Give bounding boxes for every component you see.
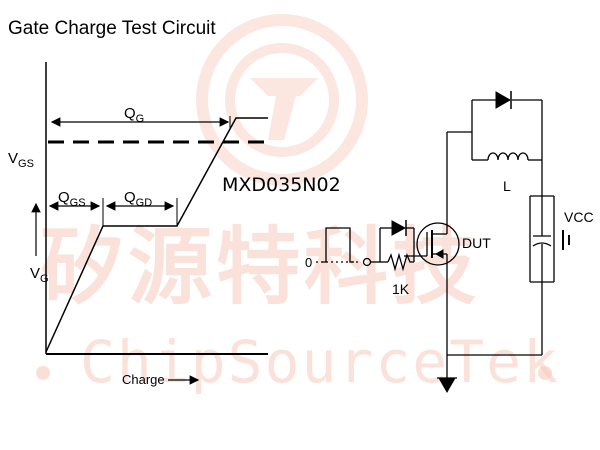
input-label: 0 (305, 255, 312, 270)
qgd-label: QGD (124, 189, 152, 209)
gate-charge-test-circuit (316, 99, 570, 379)
dut-source-arrow (434, 249, 444, 259)
vcc-label: VCC (564, 209, 594, 225)
gate-charge-waveform: QG QGS QGD VGS VG Charge (8, 62, 268, 387)
inductor-label: L (503, 178, 511, 194)
diagram-title: Gate Charge Test Circuit (8, 18, 216, 39)
vgs-curve (45, 117, 268, 353)
qg-label: QG (124, 105, 144, 125)
gate-diode (391, 220, 407, 236)
vgs-label: VGS (8, 150, 34, 170)
inductor-coil (487, 152, 529, 161)
ground-symbol (438, 377, 456, 394)
input-terminal (362, 257, 372, 267)
dut-label: DUT (462, 235, 491, 251)
filled-symbols (391, 91, 512, 394)
charge-label: Charge (122, 372, 165, 387)
resistor-1k (387, 252, 414, 272)
watermark-logo (196, 14, 368, 186)
resistor-label: 1K (392, 281, 410, 297)
watermark-dot-left (36, 366, 50, 380)
vg-label: VG (30, 265, 49, 285)
watermark-dot-right (538, 366, 552, 380)
part-number: MXD035N02 (222, 174, 341, 196)
qgs-label: QGS (58, 189, 86, 209)
watermark-english: ChipSourceTek (80, 328, 560, 396)
input-pulse (322, 227, 354, 263)
freewheel-diode (495, 91, 512, 109)
dut-circle (416, 222, 460, 266)
vcc-cap-plate-b (532, 242, 552, 247)
